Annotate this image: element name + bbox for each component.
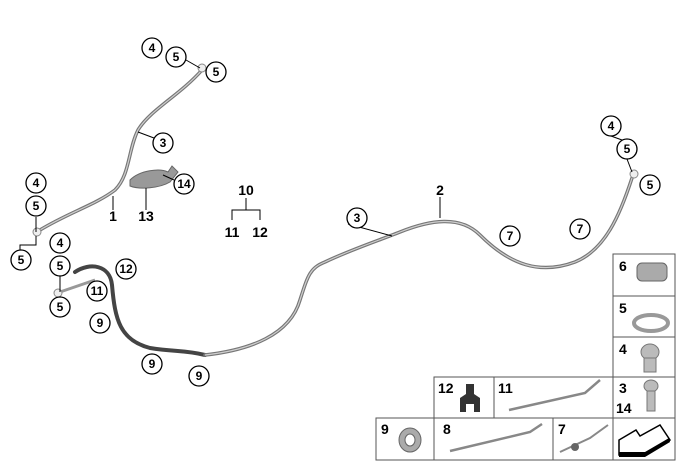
legend-arrow[interactable]	[612, 417, 676, 461]
label-part-12[interactable]: 12	[252, 224, 268, 240]
brake-line-1[interactable]	[32, 63, 207, 237]
callout-14[interactable]: 14	[173, 173, 195, 195]
callout-7[interactable]: 7	[499, 225, 521, 247]
callout-5[interactable]: 5	[25, 195, 47, 217]
legend-part-12[interactable]: 12	[433, 376, 495, 419]
cable-tie-clip-icon	[559, 424, 609, 453]
holder-icon	[460, 384, 480, 412]
legend-part-11[interactable]: 11	[493, 376, 614, 419]
svg-text:4: 4	[149, 41, 156, 55]
callout-4[interactable]: 4	[141, 37, 163, 59]
legend-part-6[interactable]: 6	[612, 253, 676, 297]
svg-text:12: 12	[119, 262, 133, 276]
svg-text:5: 5	[33, 199, 40, 213]
callout-9[interactable]: 9	[188, 365, 210, 387]
svg-text:14: 14	[177, 177, 191, 191]
svg-text:14: 14	[616, 400, 632, 416]
svg-text:5: 5	[57, 300, 64, 314]
clip-icon	[636, 262, 668, 282]
callout-5[interactable]: 5	[205, 61, 227, 83]
legend-part-9[interactable]: 9	[375, 417, 435, 461]
callout-5[interactable]: 5	[49, 255, 71, 277]
callout-11[interactable]: 11	[86, 280, 108, 302]
svg-text:5: 5	[647, 178, 654, 192]
svg-text:9: 9	[149, 357, 156, 371]
svg-text:11: 11	[498, 380, 513, 396]
svg-text:4: 4	[608, 119, 615, 133]
callout-4[interactable]: 4	[600, 115, 622, 137]
svg-text:5: 5	[57, 259, 64, 273]
legend-part-7[interactable]: 7	[552, 417, 614, 461]
seal-ring-icon	[632, 313, 670, 333]
banjo-bolt-icon	[640, 343, 660, 373]
clamp-icon	[398, 427, 422, 453]
svg-text:5: 5	[619, 300, 627, 316]
legend-part-4[interactable]: 4	[612, 336, 676, 378]
svg-text:3: 3	[160, 136, 167, 150]
svg-text:5: 5	[173, 50, 180, 64]
callout-5[interactable]: 5	[10, 249, 32, 271]
callout-5[interactable]: 5	[639, 174, 661, 196]
label-part-1[interactable]: 1	[109, 208, 117, 224]
svg-text:7: 7	[507, 229, 514, 243]
callout-7[interactable]: 7	[569, 218, 591, 240]
callout-3[interactable]: 3	[346, 207, 368, 229]
svg-text:5: 5	[624, 142, 631, 156]
callout-9[interactable]: 9	[89, 312, 111, 334]
svg-text:9: 9	[381, 421, 389, 437]
svg-text:7: 7	[558, 421, 566, 437]
svg-text:12: 12	[438, 380, 454, 396]
svg-text:9: 9	[196, 369, 203, 383]
svg-text:3: 3	[619, 380, 627, 396]
callout-5[interactable]: 5	[616, 138, 638, 160]
callout-4[interactable]: 4	[49, 232, 71, 254]
bracket-part-13[interactable]	[129, 165, 179, 189]
legend-part-8[interactable]: 8	[433, 417, 554, 461]
svg-text:4: 4	[57, 236, 64, 250]
callout-12[interactable]: 12	[115, 258, 137, 280]
legend-part-3-14[interactable]: 3 14	[612, 376, 676, 419]
svg-text:9: 9	[97, 316, 104, 330]
label-part-13[interactable]: 13	[138, 208, 154, 224]
svg-text:11: 11	[91, 284, 104, 298]
svg-text:4: 4	[33, 176, 40, 190]
svg-text:6: 6	[619, 258, 627, 274]
brake-line-2[interactable]	[53, 169, 639, 357]
cable-tie-icon	[508, 379, 601, 412]
legend-part-5[interactable]: 5	[612, 295, 676, 338]
screw-icon	[643, 379, 659, 412]
svg-text:5: 5	[213, 65, 220, 79]
leader-lines	[19, 59, 633, 292]
svg-text:3: 3	[354, 211, 361, 225]
callout-5[interactable]: 5	[49, 296, 71, 318]
label-part-10[interactable]: 10	[238, 182, 254, 198]
callout-4[interactable]: 4	[25, 172, 47, 194]
callout-3[interactable]: 3	[152, 132, 174, 154]
label-part-11[interactable]: 11	[225, 224, 240, 240]
callout-5[interactable]: 5	[165, 46, 187, 68]
svg-text:5: 5	[18, 253, 25, 267]
svg-text:8: 8	[443, 421, 451, 437]
cable-tie-icon	[449, 422, 543, 453]
svg-text:4: 4	[619, 341, 627, 357]
callout-9[interactable]: 9	[141, 353, 163, 375]
label-part-2[interactable]: 2	[436, 182, 444, 198]
svg-text:7: 7	[577, 222, 584, 236]
